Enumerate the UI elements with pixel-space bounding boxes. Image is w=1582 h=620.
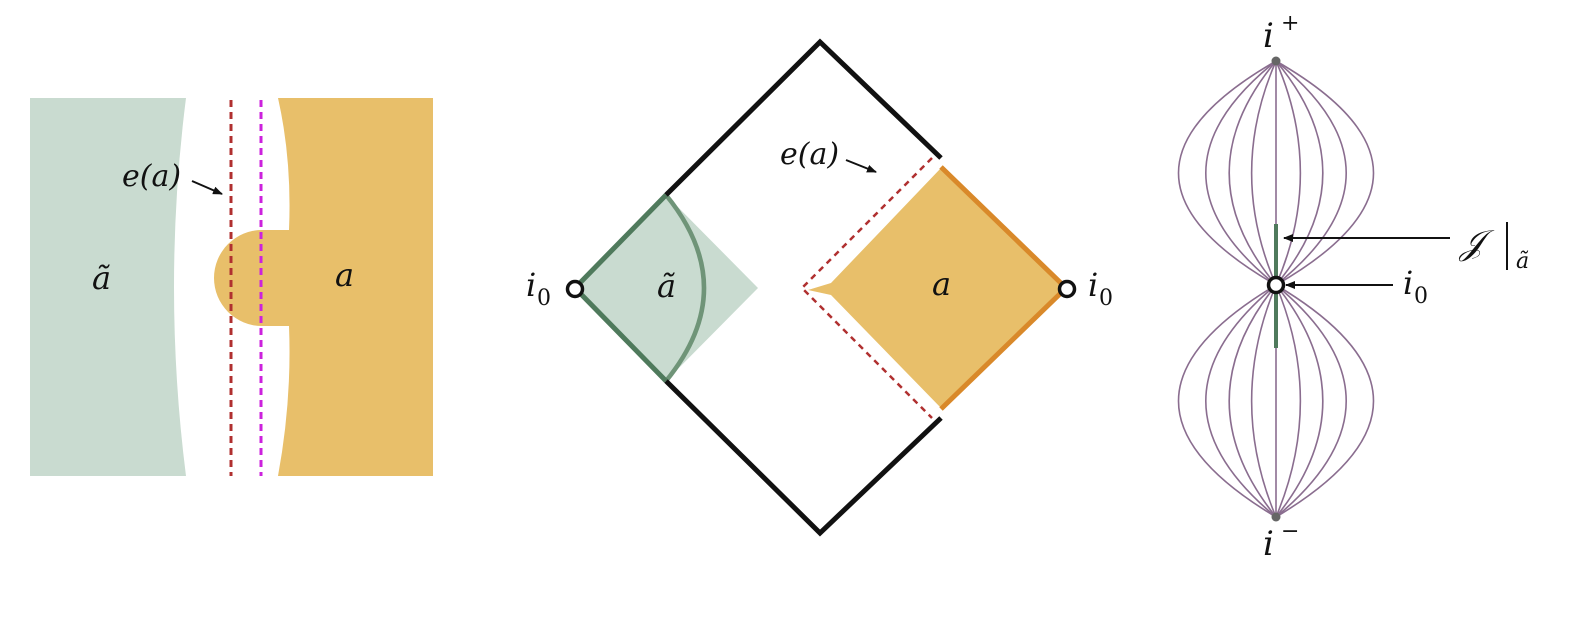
meridian-line [1275, 284, 1347, 518]
label-i0-right: i [1088, 266, 1098, 304]
e-a-arrow [191, 180, 223, 195]
meridian-line [1275, 60, 1302, 286]
label-i-minus: i [1263, 524, 1274, 564]
meridian-line [1205, 284, 1277, 518]
meridian-line [1228, 60, 1277, 286]
label-i0-right-sub: 0 [1099, 286, 1113, 311]
e-a-arrow [845, 159, 877, 173]
region-a [214, 98, 433, 476]
meridian-lines [1177, 60, 1375, 518]
meridian-line [1250, 60, 1277, 286]
meridian-line [1177, 284, 1277, 518]
diamond-upper-left-edge [664, 38, 943, 197]
meridian-line [1275, 284, 1375, 518]
panel-left: e(a) ã a [30, 98, 433, 476]
meridian-line [1250, 284, 1277, 518]
label-scri-sub: ã [1516, 249, 1529, 274]
label-i0: i [1403, 264, 1413, 302]
label-i-plus-sup: + [1281, 11, 1299, 36]
diamond-lower-left-edge [664, 379, 943, 537]
label-e-a: e(a) [122, 159, 181, 194]
meridian-line [1275, 284, 1324, 518]
panel-middle: e(a) ã a i 0 i 0 [526, 38, 1113, 537]
label-a-tilde: ã [92, 259, 111, 297]
label-i0-sub: 0 [1414, 284, 1428, 309]
meridian-line [1275, 60, 1324, 286]
label-a-tilde: ã [657, 267, 676, 305]
i-minus-point [1271, 512, 1281, 522]
i0-left-point [565, 279, 585, 299]
label-i-plus: i [1263, 16, 1274, 56]
region-a-tilde [30, 98, 186, 476]
label-i0-left-sub: 0 [537, 286, 551, 311]
meridian-line [1275, 60, 1347, 286]
meridian-line [1275, 60, 1375, 286]
green-arc [664, 193, 707, 383]
label-i-minus-sup: − [1281, 519, 1299, 544]
label-e-a: e(a) [780, 137, 839, 172]
label-i0-left: i [526, 266, 536, 304]
i0-point [1266, 275, 1286, 295]
panel-right: i + i − i 0 𝒥 ã [1177, 11, 1529, 564]
meridian-line [1177, 60, 1277, 286]
meridian-line [1228, 284, 1277, 518]
i0-right-point [1057, 279, 1077, 299]
label-a: a [335, 256, 354, 294]
i-plus-point [1271, 56, 1281, 66]
label-scri: 𝒥 [1458, 223, 1495, 263]
meridian-line [1205, 60, 1277, 286]
meridian-line [1275, 284, 1302, 518]
label-a: a [932, 265, 951, 303]
